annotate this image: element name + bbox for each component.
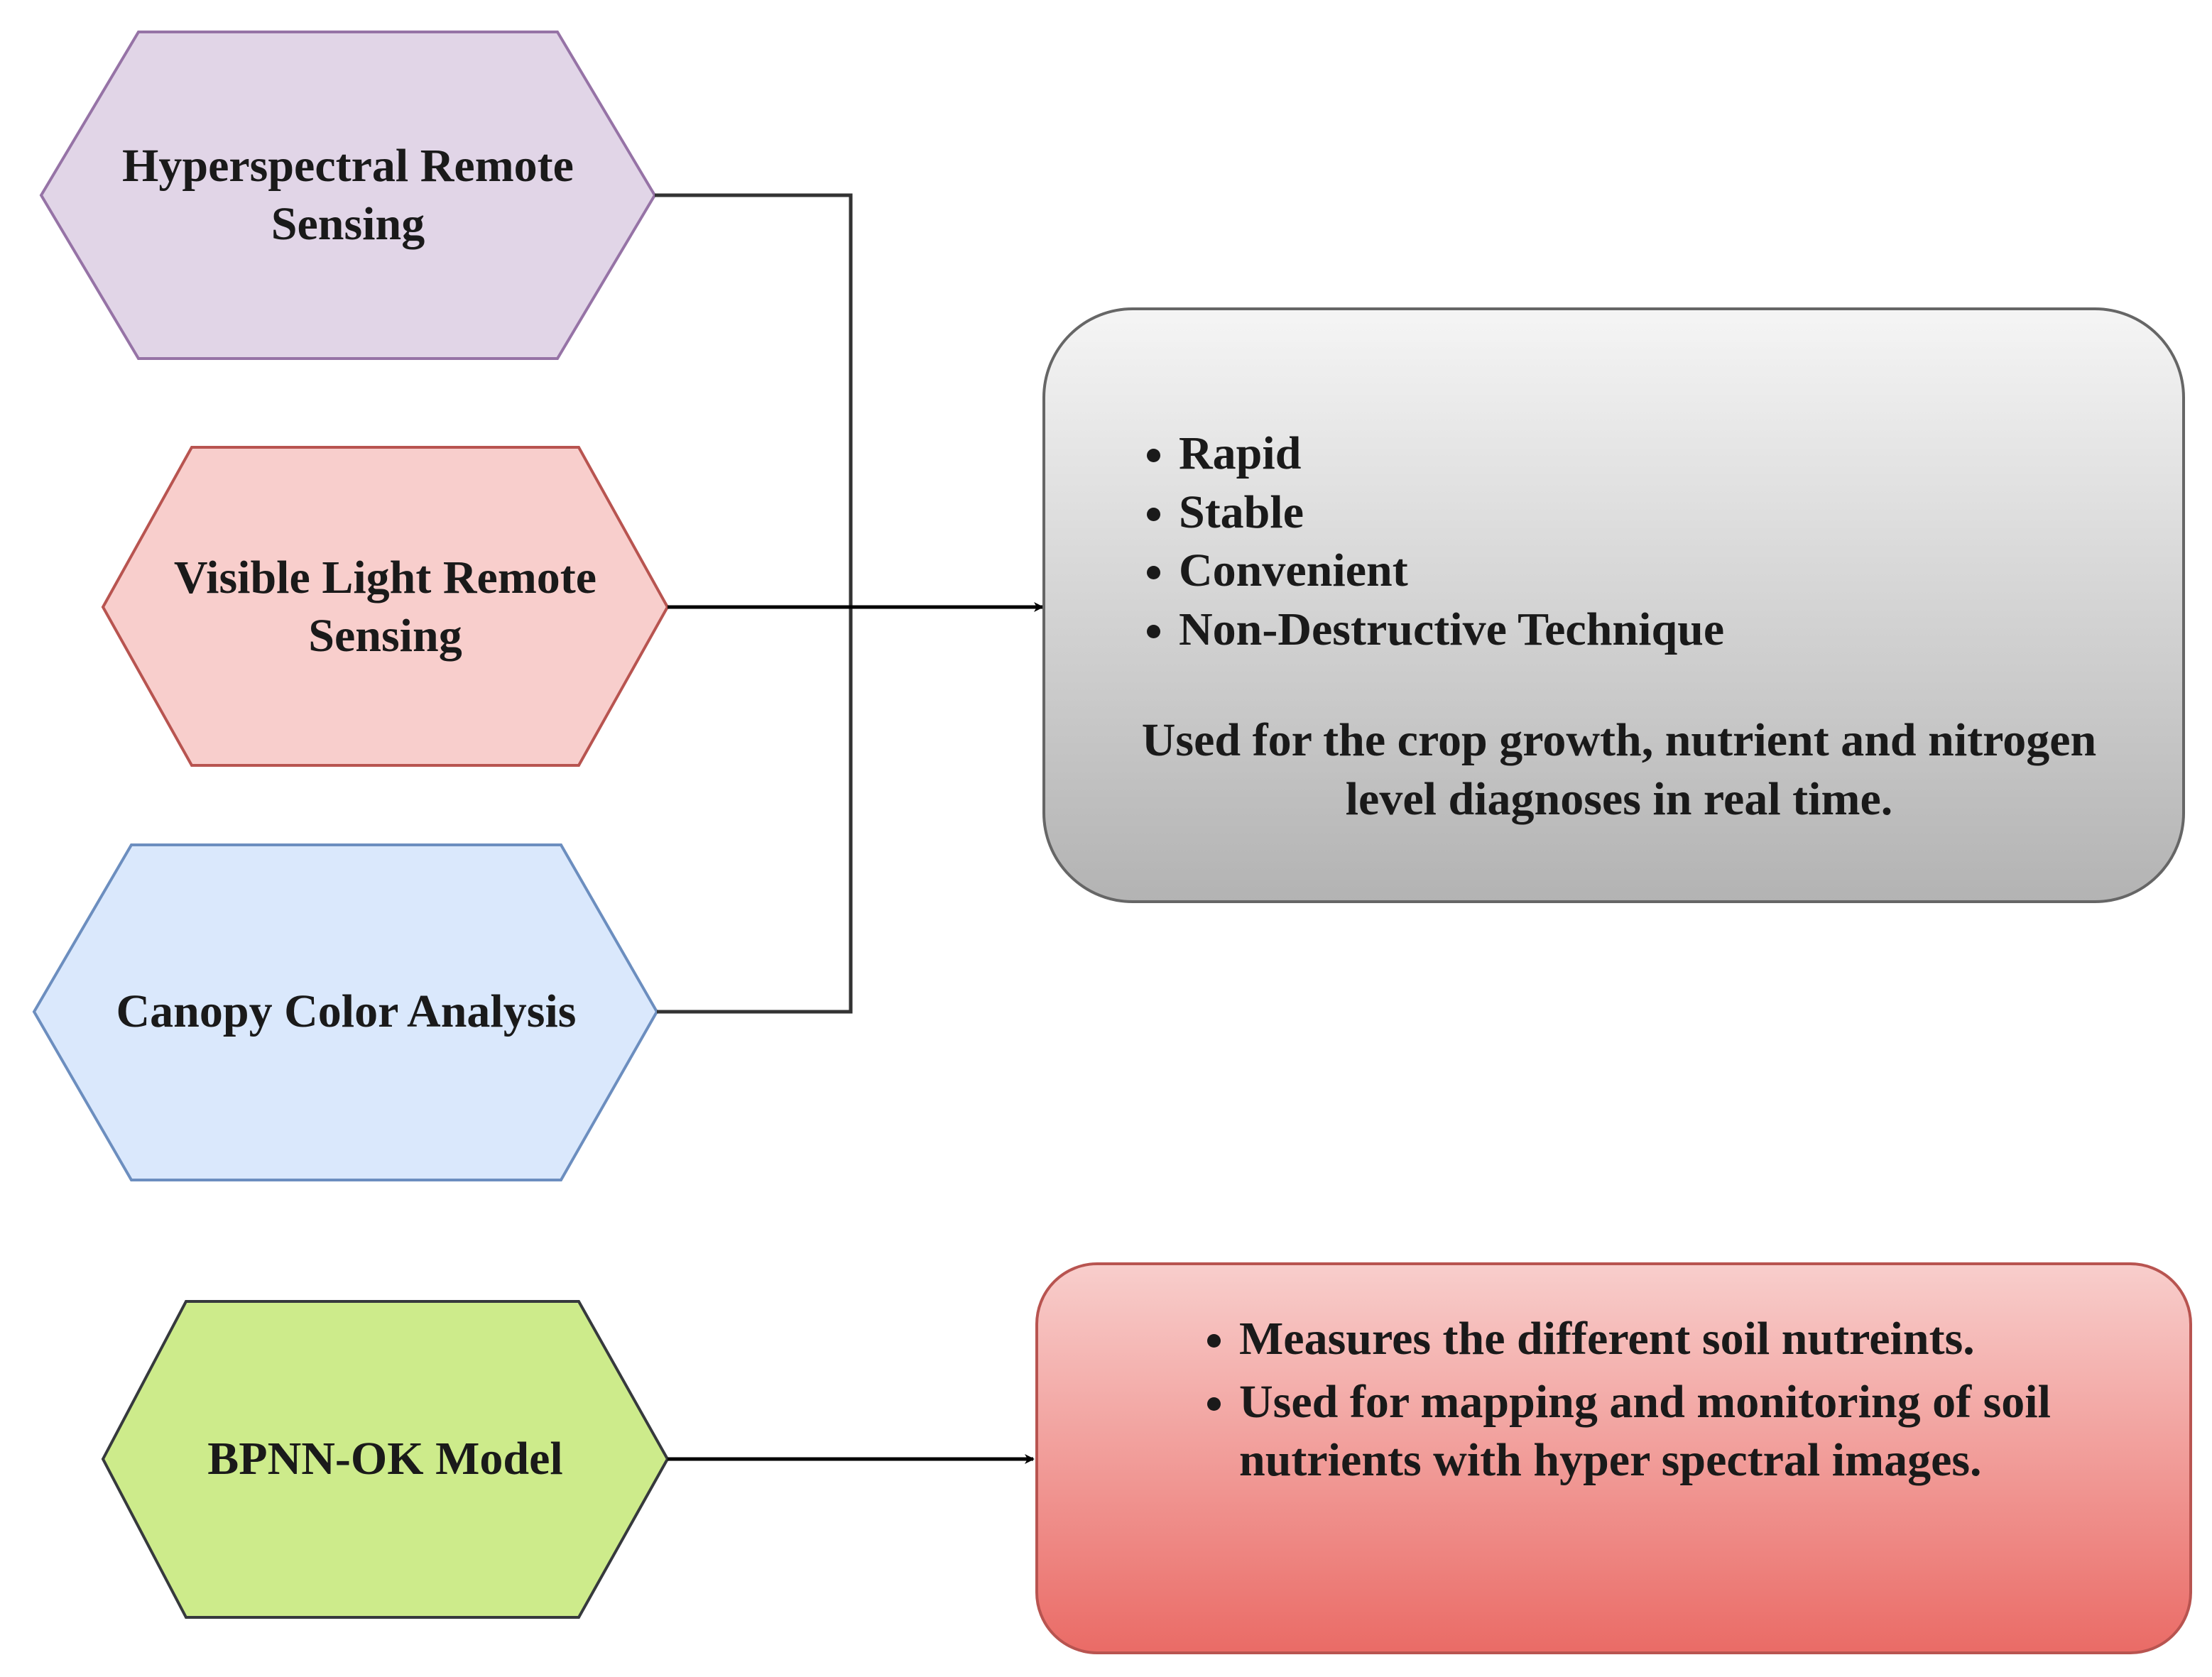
grey-box-note: Used for the crop growth, nutrient and n…: [1141, 714, 2097, 825]
hyperspectral-label: Hyperspectral Remote Sensing: [122, 139, 574, 251]
grey-box-content: Rapid Stable Convenient Non-Destructive …: [1108, 425, 2130, 829]
red-bullet-item: Used for mapping and monitoring of soil …: [1239, 1373, 2162, 1490]
red-bullet-item: Measures the different soil nutreints.: [1239, 1310, 2162, 1369]
grey-summary-box: [1042, 307, 2185, 903]
grey-bullet-item: Rapid: [1179, 425, 2130, 484]
grey-bullet-item: Stable: [1179, 484, 2130, 542]
connector-bracket: [655, 193, 853, 1014]
canopy-label: Canopy Color Analysis: [116, 985, 577, 1037]
red-box-content: Measures the different soil nutreints. U…: [1097, 1310, 2162, 1490]
red-summary-box: [1035, 1262, 2192, 1654]
visible-light-label: Visible Light Remote Sensing: [173, 551, 597, 662]
bpnn-label: BPNN-OK Model: [207, 1432, 563, 1485]
grey-bullet-item: Non-Destructive Technique: [1179, 601, 2130, 660]
red-bullet-list: Measures the different soil nutreints. U…: [1097, 1310, 2162, 1490]
grey-bullet-list: Rapid Stable Convenient Non-Destructive …: [1108, 425, 2130, 659]
grey-bullet-item: Convenient: [1179, 542, 2130, 601]
